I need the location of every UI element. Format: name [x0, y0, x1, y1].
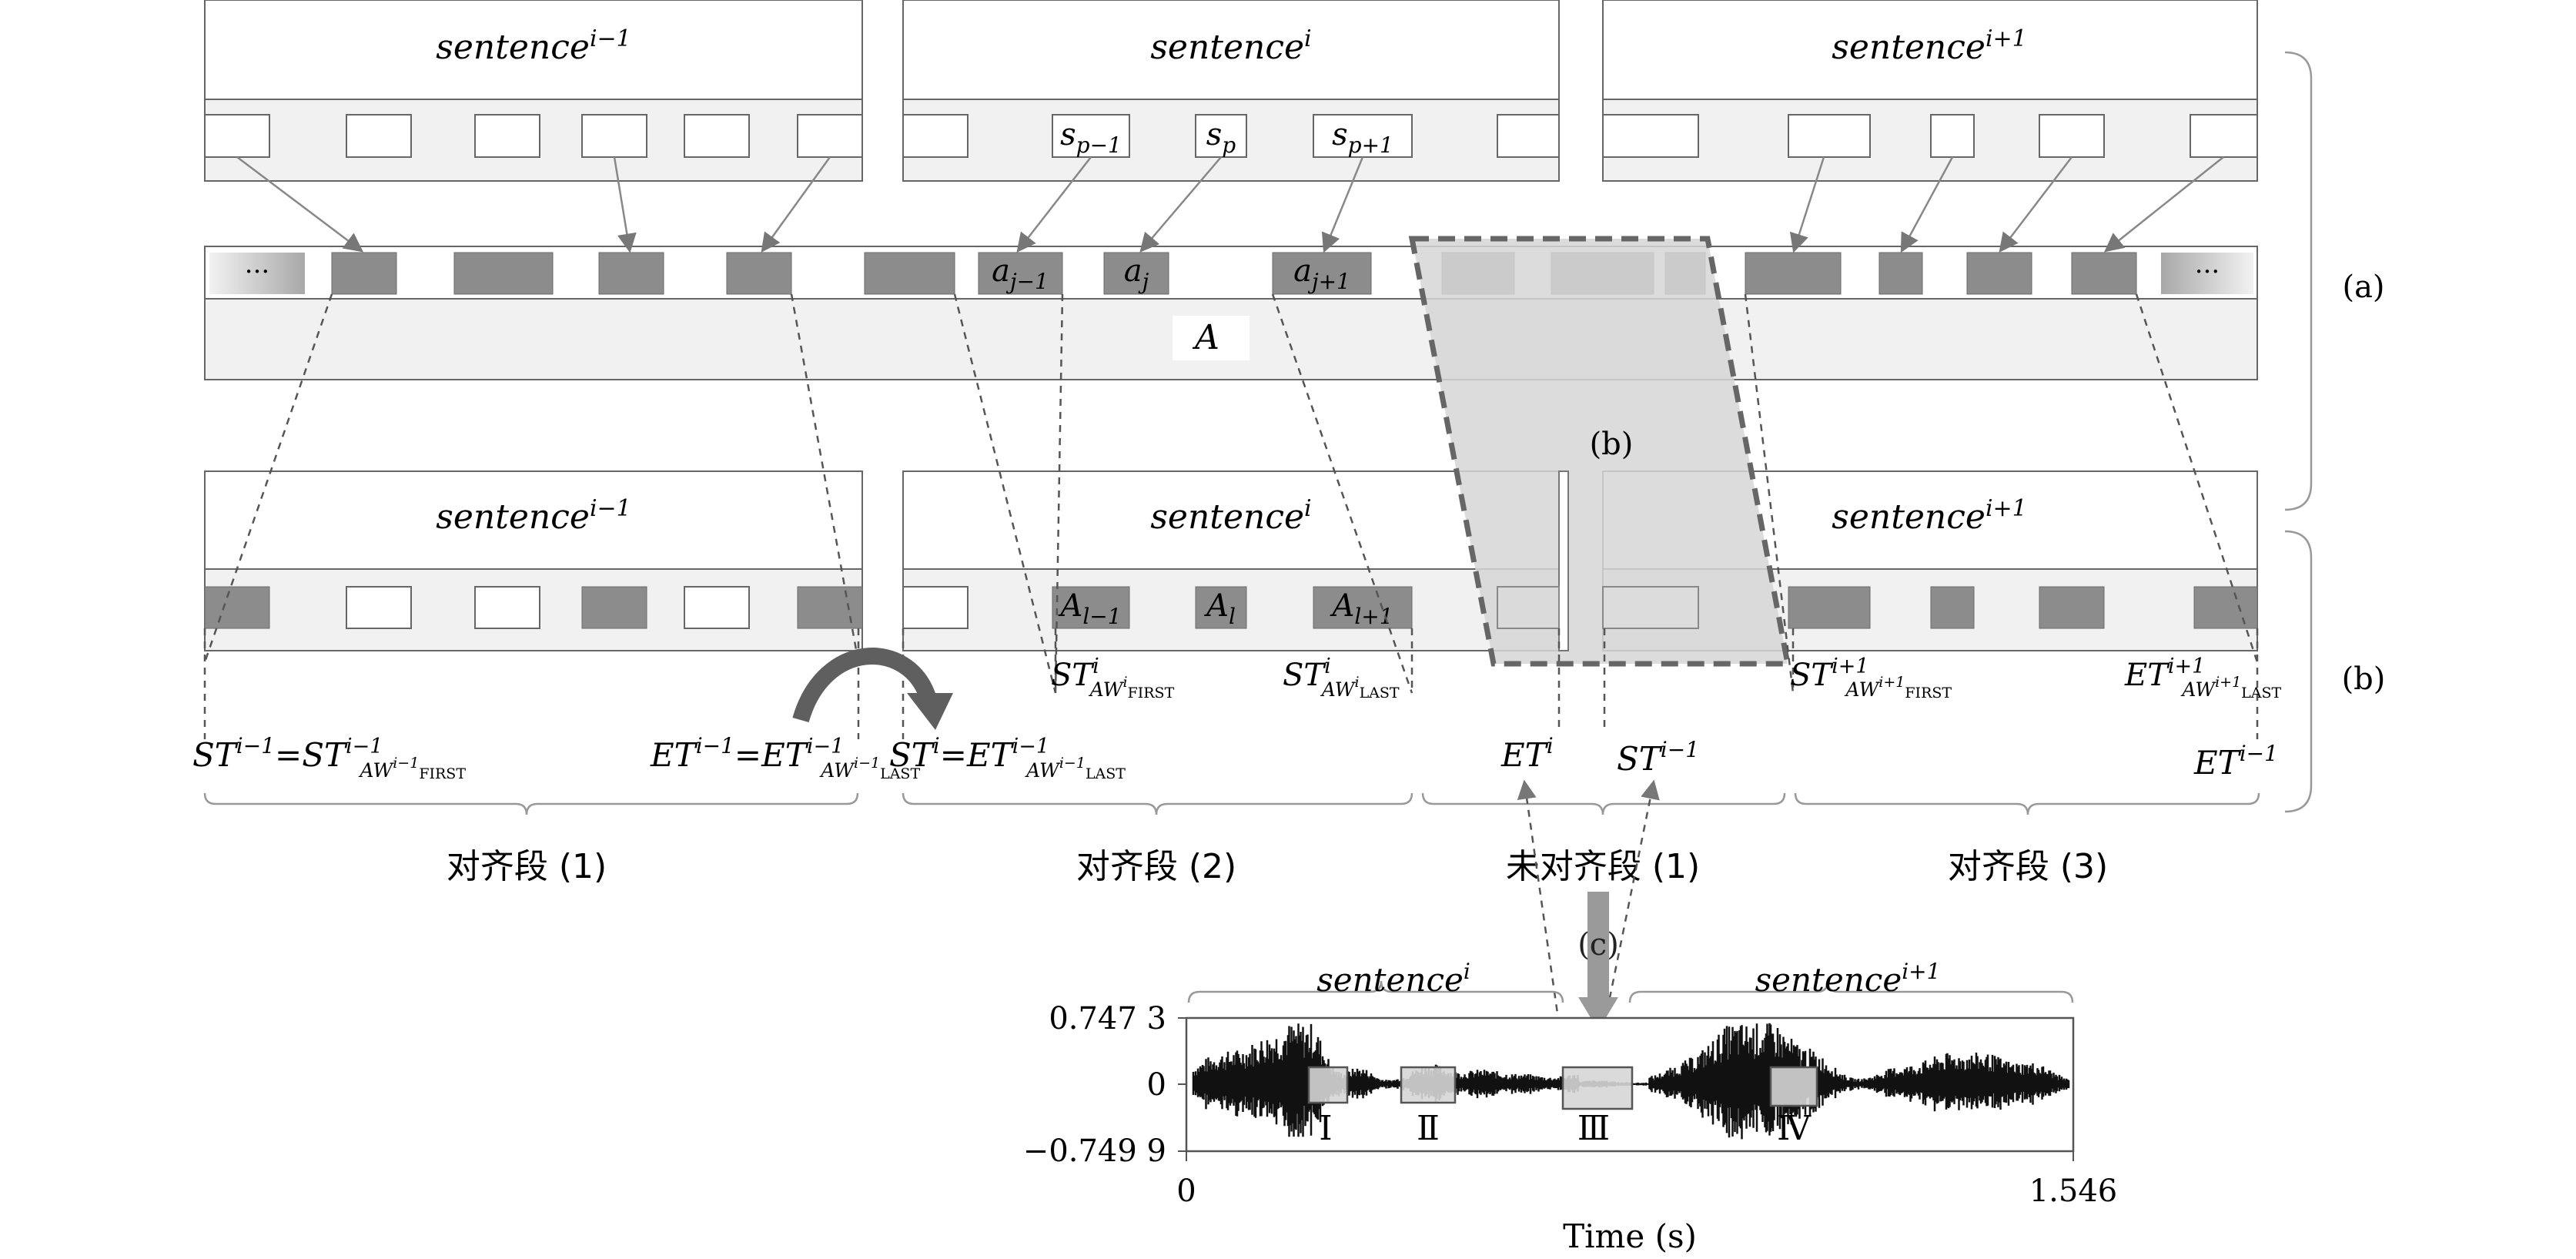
- section-label-b: (b): [2342, 661, 2386, 697]
- ellipsis-right-text: ···: [2195, 256, 2220, 287]
- region-label-I: Ⅰ: [1319, 1109, 1332, 1148]
- bottom-sentence-panel-1: sentencei−1: [204, 470, 863, 651]
- x-tick-start: 0: [1176, 1174, 1196, 1209]
- waveform-figure: (c) sentencei sentencei+1 Ⅰ Ⅱ Ⅲ Ⅳ: [1023, 779, 2118, 1255]
- ellipsis-left: [209, 253, 305, 294]
- wave-sentence-right: sentencei+1: [1755, 959, 1941, 999]
- region-label-II: Ⅱ: [1417, 1109, 1440, 1148]
- x-tick-end: 1.546: [2029, 1174, 2118, 1209]
- region-I: [1307, 1066, 1349, 1104]
- bottom-sentence-panel-2: sentencei Al−1 Al Al+1: [902, 470, 1560, 651]
- region-label-IV: Ⅳ: [1777, 1109, 1812, 1148]
- a-token-j: aj: [1124, 253, 1149, 294]
- y-tick-zero: 0: [1147, 1067, 1166, 1103]
- label-c: (c): [1577, 927, 1619, 963]
- y-tick-top: 0.747 3: [1049, 1001, 1166, 1036]
- s-token-p: sp: [1206, 117, 1236, 158]
- top-sentence-label-3: sentencei+1: [1832, 25, 2027, 67]
- y-tick-bottom: −0.749 9: [1023, 1133, 1166, 1169]
- ellipsis-left-text: ···: [245, 256, 269, 287]
- a-token-j-minus-1: aj−1: [992, 253, 1049, 294]
- ellipsis-right: [2161, 253, 2253, 294]
- audio-strip: ··· ··· aj−1 aj aj+1: [204, 246, 2258, 380]
- region-II: [1400, 1066, 1457, 1104]
- unaligned-region: (b): [1408, 236, 1791, 667]
- A-token-l-minus-1: Al−1: [1057, 588, 1121, 629]
- transfer-arrow: [792, 648, 953, 730]
- st-im1-label: STi−1: [1617, 737, 1699, 778]
- segment-braces: [203, 792, 2260, 815]
- segment-label-2: 对齐段 (2): [1076, 847, 1236, 886]
- top-sentence-panel-1: sentencei−1: [204, 0, 863, 182]
- A-token-l-plus-1: Al+1: [1329, 588, 1393, 629]
- segment-label-4: 对齐段 (3): [1948, 847, 2108, 886]
- region-III: [1561, 1066, 1634, 1110]
- bottom-sentence-panel-3: sentencei+1: [1602, 470, 2258, 651]
- segment-label-1: 对齐段 (1): [447, 847, 607, 886]
- a-token-j-plus-1: aj+1: [1293, 253, 1350, 294]
- et-i-label: ETi: [1500, 733, 1554, 774]
- time-markers: [203, 628, 2259, 739]
- s-token-p-plus-1: sp+1: [1332, 117, 1393, 158]
- bottom-sentence-label-1: sentencei−1: [436, 495, 631, 537]
- unaligned-label-b: (b): [1590, 427, 1634, 462]
- bottom-sentence-label-3: sentencei+1: [1832, 495, 2027, 537]
- et-im1-label: ETi−1: [2193, 741, 2278, 782]
- alignment-arrows: [236, 156, 2224, 253]
- projection-lines: [203, 293, 2259, 694]
- top-sentence-label-2: sentencei: [1150, 25, 1311, 67]
- top-sentence-panel-3: sentencei+1: [1602, 0, 2258, 182]
- top-sentence-panel-2: sentencei sp−1 sp sp+1: [902, 0, 1560, 182]
- region-label-III: Ⅲ: [1577, 1109, 1610, 1148]
- section-label-a: (a): [2342, 270, 2384, 305]
- s-token-p-minus-1: sp−1: [1060, 117, 1122, 158]
- side-brackets: [2284, 51, 2313, 813]
- wave-sentence-left: sentencei: [1316, 959, 1470, 999]
- top-sentence-label-1: sentencei−1: [436, 25, 631, 67]
- audio-label: A: [1192, 318, 1219, 357]
- A-token-l: Al: [1203, 588, 1236, 629]
- x-axis-label: Time (s): [1563, 1217, 1697, 1255]
- region-IV: [1769, 1066, 1818, 1107]
- bottom-sentence-label-2: sentencei: [1150, 495, 1311, 537]
